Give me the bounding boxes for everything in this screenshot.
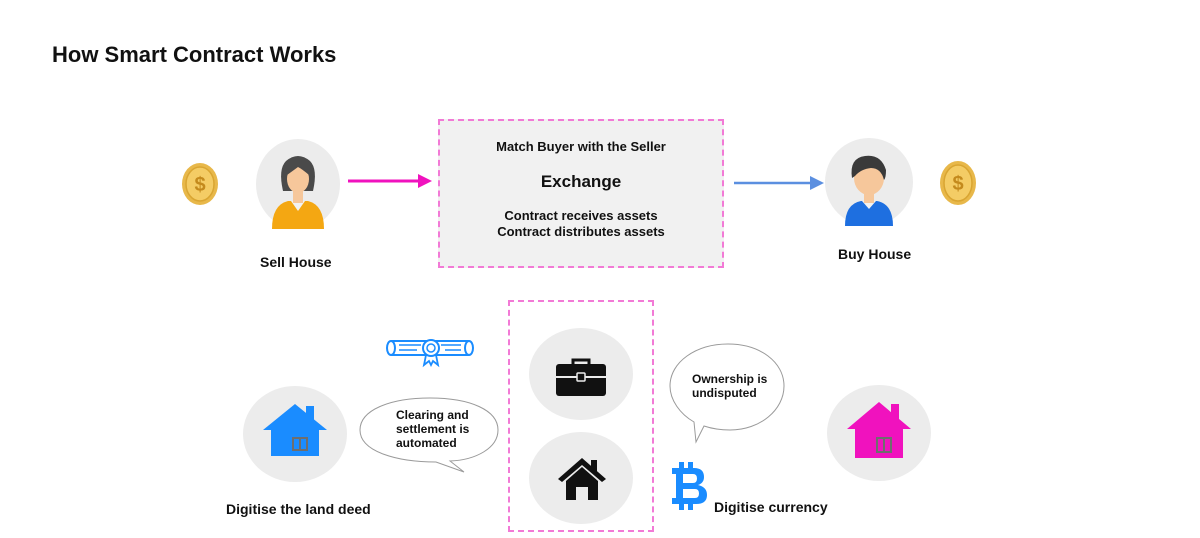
bubble-ownership-line1: Ownership is (692, 372, 768, 386)
bubble-clearing-line1: Clearing and (396, 408, 469, 422)
seller-label: Sell House (260, 254, 332, 270)
buyer-label: Buy House (838, 246, 912, 262)
exchange-heading: Match Buyer with the Seller (496, 139, 666, 154)
exchange-line-receives: Contract receives assets (504, 208, 658, 223)
speech-bubble-icon (669, 343, 785, 444)
svg-text:$: $ (194, 174, 205, 196)
blue-house-icon (263, 404, 327, 456)
seller-avatar-icon (272, 156, 324, 229)
exchange-title: Exchange (540, 172, 622, 191)
bitcoin-icon (672, 462, 707, 510)
land-label: Digitise the land deed (226, 501, 371, 517)
deed-scroll-icon (386, 339, 474, 368)
coin-icon: $ (940, 161, 976, 205)
bubble-clearing-line2: settlement is (396, 422, 470, 436)
exchange-line-distributes: Contract distributes assets (497, 224, 665, 239)
currency-label: Digitise currency (714, 499, 828, 515)
arrow-right-icon (348, 174, 432, 188)
bubble-clearing-line3: automated (396, 436, 457, 450)
exchange-box: Match Buyer with the Seller Exchange Con… (438, 119, 724, 268)
briefcase-icon (556, 358, 606, 396)
speech-bubble-icon (359, 397, 499, 473)
coin-icon: $ (182, 163, 218, 205)
bubble-ownership-line2: undisputed (692, 386, 757, 400)
house-icon (558, 458, 606, 500)
buyer-avatar-icon (845, 155, 893, 226)
assets-box (508, 300, 654, 532)
pink-house-icon (847, 402, 911, 458)
page-title: How Smart Contract Works (52, 42, 337, 67)
svg-text:$: $ (952, 173, 963, 195)
arrow-right-icon (734, 176, 824, 190)
